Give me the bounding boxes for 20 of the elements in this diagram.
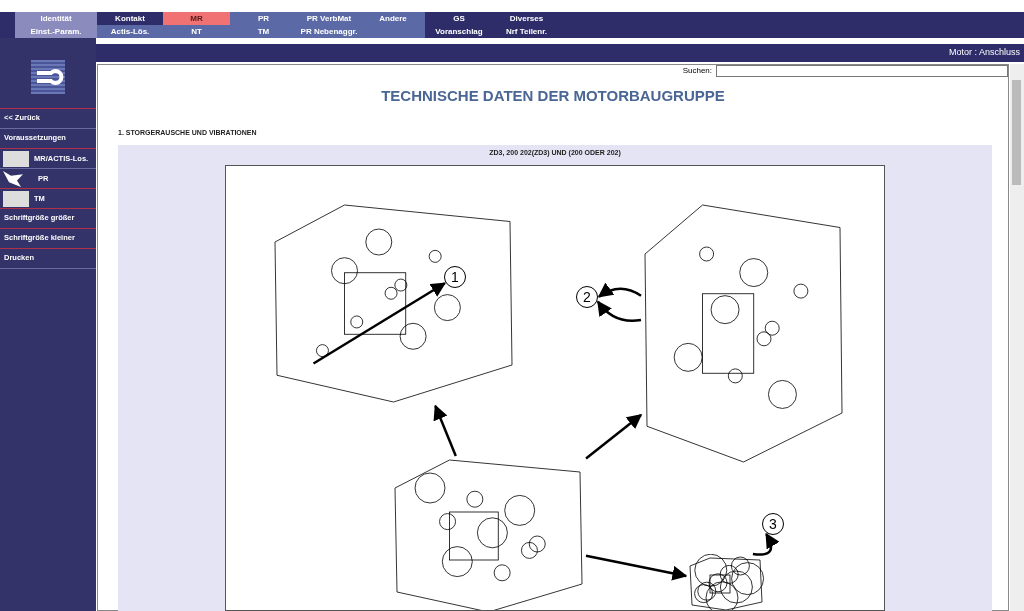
nav-tab: Nrf Teilenr. bbox=[493, 25, 560, 38]
nav-tab: Diverses bbox=[493, 12, 560, 25]
callout-number: 3 bbox=[762, 513, 784, 535]
arrow bbox=[585, 554, 688, 581]
arrow bbox=[597, 282, 642, 298]
arrow bbox=[585, 413, 643, 460]
nav-tab: Kontakt bbox=[97, 12, 163, 25]
nav-tab: Voranschlag bbox=[425, 25, 493, 38]
nav-tab: Identität bbox=[15, 12, 97, 25]
nav-tab: MR bbox=[163, 12, 230, 25]
callout-number: 2 bbox=[576, 286, 598, 308]
arrow bbox=[312, 282, 447, 365]
nav-tab: GS bbox=[425, 12, 493, 25]
header-text: Motor : Anschluss bbox=[947, 47, 1020, 59]
arrow bbox=[433, 404, 457, 457]
page-title: TECHNISCHE DATEN DER MOTORBAUGRUPPE bbox=[380, 87, 726, 104]
arrow bbox=[597, 300, 642, 322]
callout-number: 1 bbox=[444, 266, 466, 288]
search-label: Suchen: bbox=[681, 65, 712, 77]
nav-tab: Einst.-Param. bbox=[15, 25, 97, 38]
